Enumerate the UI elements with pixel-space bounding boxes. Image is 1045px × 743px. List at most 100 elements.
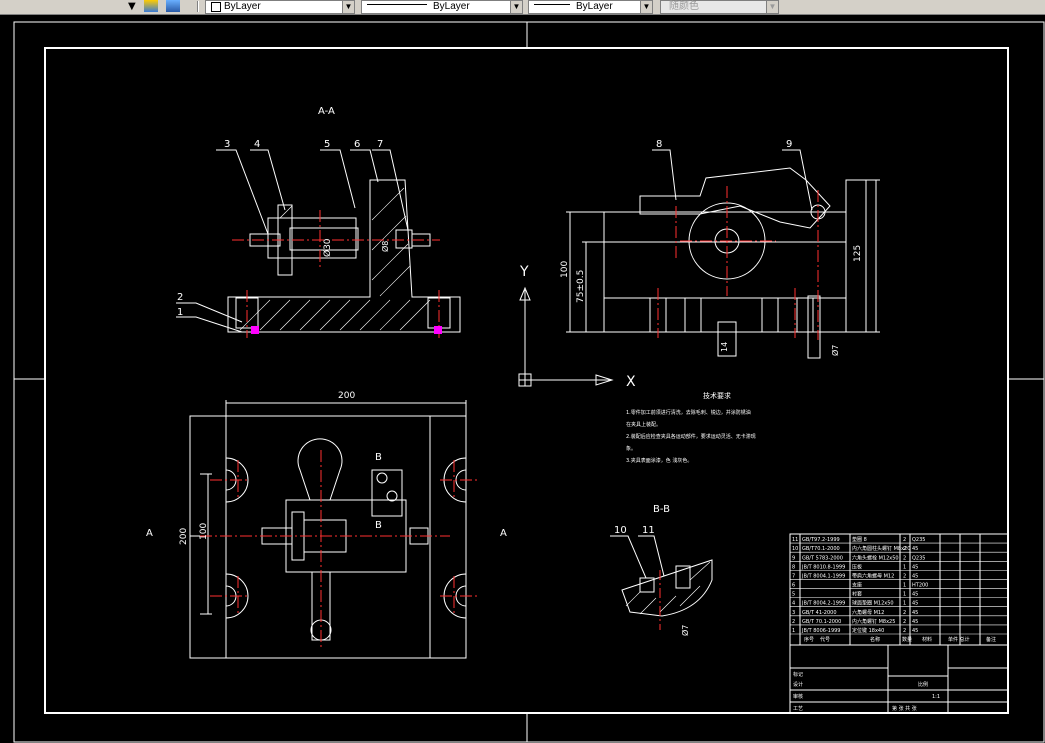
section-mark-a-right: A — [500, 528, 507, 539]
tech-req-line: 2.装配后应检查夹具各运动部件，要求运动灵活、无卡滞现 — [626, 433, 756, 440]
drawing-canvas[interactable]: A-A — [0, 15, 1045, 743]
chevron-down-icon[interactable]: ▼ — [640, 1, 652, 13]
section-mark-a-left: A — [146, 528, 153, 539]
layer-states-icon[interactable] — [144, 0, 158, 12]
bom-cell: 8 — [792, 564, 795, 570]
plotstyle-control-combo: 随颜色 ▼ — [660, 0, 779, 14]
bom-cell: 内六角圆柱头螺钉 M8x20 — [852, 545, 910, 552]
bom-cell: 45 — [912, 564, 918, 570]
bom-cell: 2 — [903, 573, 906, 579]
callout-4: 4 — [254, 139, 260, 150]
bom-cell: 1 — [903, 564, 906, 570]
bom-cell: 45 — [912, 628, 918, 634]
callout-11: 11 — [642, 525, 655, 536]
technical-requirements: 技术要求 1.零件加工前须进行清洗，去除毛刺、锐边，并涂防锈油 在夹具上装配。 … — [626, 391, 756, 464]
bom-cell: 2 — [792, 619, 795, 625]
bom-cell: JB/T 8010.8-1999 — [801, 564, 845, 570]
bom-cell: GB/T 70.1-2000 — [802, 619, 841, 625]
dim-100-left: 100 — [199, 523, 209, 540]
bom-cell: 定位键 18x40 — [852, 627, 884, 634]
scale-value: 1:1 — [932, 694, 940, 700]
dim-phi7-bb: Ø7 — [680, 625, 690, 636]
section-bb-view: B-B 10 11 Ø7 — [610, 504, 713, 636]
bom-cell: 球面垫圈 M12x50 — [852, 600, 894, 607]
lineweight-control-combo[interactable]: ByLayer ▼ — [528, 0, 653, 14]
callout-5: 5 — [324, 139, 330, 150]
linetype-sample-line — [367, 4, 427, 6]
bom-header-note: 备注 — [986, 636, 996, 643]
bom-header-mat: 材料 — [922, 636, 932, 643]
section-mark-b-bottom: B — [375, 520, 382, 531]
callout-8: 8 — [656, 139, 662, 150]
dim-100-right: 100 — [560, 261, 570, 278]
callout-3: 3 — [224, 139, 230, 150]
scale-label: 比例 — [918, 681, 928, 688]
dim-75: 75±0.5 — [576, 270, 586, 303]
sign-row: 标记 — [793, 671, 803, 678]
side-view: 8 9 100 75±0.5 125 14 Ø7 — [560, 139, 880, 359]
dim-phi8: Ø8 — [380, 241, 390, 252]
dim-14: 14 — [720, 342, 729, 352]
bom-cell: 支座 — [852, 582, 862, 589]
sign-row: 审核 — [793, 693, 803, 700]
bom-cell: GB/T70.1-2000 — [802, 546, 840, 552]
callout-10: 10 — [614, 525, 627, 536]
tech-req-line: 1.零件加工前须进行清洗，去除毛刺、锐边，并涂防锈油 — [626, 409, 751, 416]
bom-cell: Q235 — [912, 555, 925, 561]
bom-cell: 内六角螺钉 M8x25 — [852, 618, 895, 625]
bom-cell: GB/T 41-2000 — [802, 610, 837, 616]
dropdown-arrow-icon[interactable]: ▼ — [128, 1, 136, 12]
tech-req-title: 技术要求 — [703, 391, 731, 400]
color-combo-value: ByLayer — [224, 1, 261, 12]
screw-marker — [434, 326, 442, 334]
bom-cell: GB/T97.2-1999 — [802, 537, 840, 543]
layer-previous-icon[interactable] — [166, 0, 180, 12]
chevron-down-icon[interactable]: ▼ — [510, 1, 522, 13]
section-mark-b-top: B — [375, 452, 382, 463]
bom-cell: 1 — [792, 628, 795, 634]
chevron-down-icon[interactable]: ▼ — [342, 1, 354, 13]
properties-toolbar: ▼ ByLayer ▼ ByLayer ▼ ByLayer ▼ 随颜色 ▼ — [0, 0, 1045, 15]
bom-cell: 2 — [903, 610, 906, 616]
bom-cell: 10 — [792, 546, 798, 552]
section-aa-title: A-A — [318, 106, 335, 117]
bom-cell: 4 — [792, 601, 795, 607]
bom-cell: JB/T 8004.1-1999 — [801, 573, 845, 579]
bom-cell: HT200 — [912, 583, 928, 589]
bom-cell: 1 — [903, 592, 906, 598]
bom-header-name: 名称 — [870, 636, 880, 643]
lineweight-sample-line — [534, 4, 570, 6]
bom-cell: 1 — [903, 583, 906, 589]
bom-cell: 5 — [792, 592, 795, 598]
bom-cell: 45 — [912, 610, 918, 616]
linetype-control-combo[interactable]: ByLayer ▼ — [361, 0, 523, 14]
section-bb-title: B-B — [653, 504, 670, 515]
plotstyle-combo-value: 随颜色 — [669, 1, 699, 12]
bom-cell: 45 — [912, 592, 918, 598]
chevron-down-icon: ▼ — [766, 1, 778, 13]
sign-row: 设计 — [793, 681, 803, 688]
callout-9: 9 — [786, 139, 792, 150]
sign-row: 工艺 — [793, 706, 803, 712]
screw-marker — [251, 326, 259, 334]
bom-cell: 2 — [903, 546, 906, 552]
dim-phi30: Ø30 — [322, 238, 333, 257]
tech-req-line: 象。 — [626, 445, 636, 452]
bom-header-code: 代号 — [820, 636, 830, 643]
bom-cell: 3 — [792, 610, 795, 616]
color-control-combo[interactable]: ByLayer ▼ — [205, 0, 355, 14]
lineweight-combo-value: ByLayer — [576, 1, 613, 12]
tech-req-line: 在夹具上装配。 — [626, 421, 661, 428]
bom-header-wt: 单件 总计 — [948, 636, 970, 643]
sheet-label: 第 张 共 张 — [892, 705, 917, 712]
callout-6: 6 — [354, 139, 360, 150]
bom-cell: 2 — [903, 555, 906, 561]
bom-cell: GB/T 5783-2000 — [802, 555, 843, 561]
bom-cell: 压板 — [852, 563, 862, 570]
dim-200-h: 200 — [338, 391, 355, 401]
bom-cell: 45 — [912, 546, 918, 552]
bom-cell: 9 — [792, 555, 795, 561]
bom-cell: 2 — [903, 619, 906, 625]
bom-cell: JB/T 8004.2-1999 — [801, 601, 845, 607]
